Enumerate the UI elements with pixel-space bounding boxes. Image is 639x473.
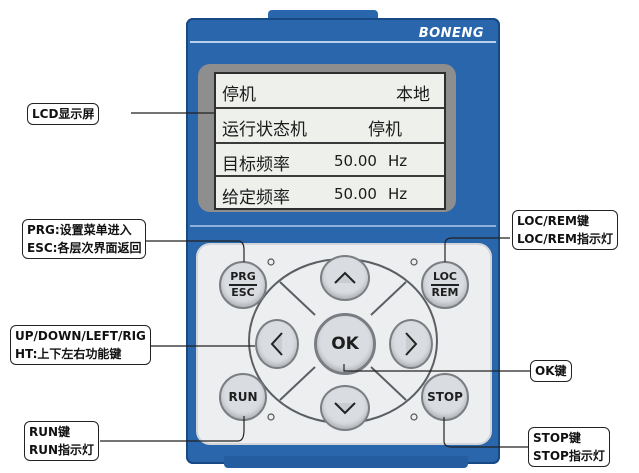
ok-label: OK bbox=[331, 334, 359, 354]
run-label: RUN bbox=[228, 390, 258, 404]
loc-rem-button[interactable]: LOC REM bbox=[421, 261, 469, 309]
down-arrow-icon bbox=[334, 402, 356, 415]
left-arrow-icon bbox=[270, 332, 283, 356]
ok-button[interactable]: OK bbox=[314, 313, 376, 375]
callout-stop: STOP键 STOP指示灯 bbox=[528, 427, 610, 467]
right-arrow-icon bbox=[405, 332, 418, 356]
callout-arrows-line2: HT:上下左右功能键 bbox=[15, 347, 122, 361]
lcd-set-freq-unit: Hz bbox=[388, 185, 408, 203]
callout-arrows-line1: UP/DOWN/LEFT/RIG bbox=[15, 329, 146, 343]
prg-label: PRG bbox=[230, 270, 256, 283]
lcd-target-freq-label: 目标频率 bbox=[222, 155, 290, 175]
stop-button[interactable]: STOP bbox=[421, 373, 469, 421]
callout-prg-line1: PRG:设置菜单进入 bbox=[27, 223, 132, 237]
lcd-status-text: 停机 bbox=[222, 85, 256, 105]
device-bottom-tab bbox=[224, 456, 468, 468]
top-divider bbox=[190, 41, 496, 43]
left-button[interactable] bbox=[255, 319, 299, 369]
lcd-row-set-freq: 给定频率 50.00 Hz bbox=[216, 175, 444, 210]
run-button[interactable]: RUN bbox=[219, 373, 267, 421]
down-button[interactable] bbox=[320, 385, 370, 431]
esc-label: ESC bbox=[231, 286, 255, 299]
lcd-mode-text: 本地 bbox=[396, 85, 430, 105]
callout-stop-line2: STOP指示灯 bbox=[533, 449, 605, 463]
callout-prg-line2: ESC:各层次界面返回 bbox=[27, 241, 142, 255]
callout-run-line2: RUN指示灯 bbox=[29, 443, 95, 457]
brand-logo: BONENG bbox=[418, 26, 484, 41]
lcd-run-state-value: 停机 bbox=[368, 120, 402, 140]
prg-esc-button[interactable]: PRG ESC bbox=[219, 261, 267, 309]
callout-stop-line1: STOP键 bbox=[533, 431, 581, 445]
callout-arrows: UP/DOWN/LEFT/RIG HT:上下左右功能键 bbox=[10, 325, 151, 365]
rem-label: REM bbox=[431, 286, 459, 299]
lcd-run-state-label: 运行状态机 bbox=[222, 120, 307, 140]
lcd-target-freq-unit: Hz bbox=[388, 152, 408, 170]
up-button[interactable] bbox=[320, 255, 370, 301]
lcd-row-run-state: 运行状态机 停机 bbox=[216, 107, 444, 142]
stop-label: STOP bbox=[427, 390, 463, 404]
callout-lcd: LCD显示屏 bbox=[27, 103, 100, 125]
up-arrow-icon bbox=[334, 271, 356, 284]
callout-run: RUN键 RUN指示灯 bbox=[24, 421, 100, 461]
lcd-set-freq-value: 50.00 bbox=[334, 185, 377, 203]
lcd-row-target-freq: 目标频率 50.00 Hz bbox=[216, 142, 444, 177]
callout-prg-esc: PRG:设置菜单进入 ESC:各层次界面返回 bbox=[22, 219, 147, 259]
right-button[interactable] bbox=[389, 319, 433, 369]
callout-locrem-line2: LOC/REM指示灯 bbox=[517, 232, 613, 246]
lcd-set-freq-label: 给定频率 bbox=[222, 188, 290, 208]
loc-label: LOC bbox=[432, 270, 458, 283]
callout-ok: OK键 bbox=[530, 360, 572, 382]
loc-rem-divider bbox=[431, 284, 459, 286]
callout-locrem-line1: LOC/REM键 bbox=[517, 214, 589, 228]
lcd-row-status: 停机 本地 bbox=[216, 74, 444, 107]
callout-run-line1: RUN键 bbox=[29, 425, 71, 439]
lcd-screen: 停机 本地 运行状态机 停机 目标频率 50.00 Hz 给定频率 50.00 … bbox=[214, 72, 446, 210]
mid-divider bbox=[190, 225, 496, 227]
prg-esc-divider bbox=[229, 284, 257, 286]
callout-loc-rem: LOC/REM键 LOC/REM指示灯 bbox=[512, 210, 618, 250]
lcd-target-freq-value: 50.00 bbox=[334, 152, 377, 170]
